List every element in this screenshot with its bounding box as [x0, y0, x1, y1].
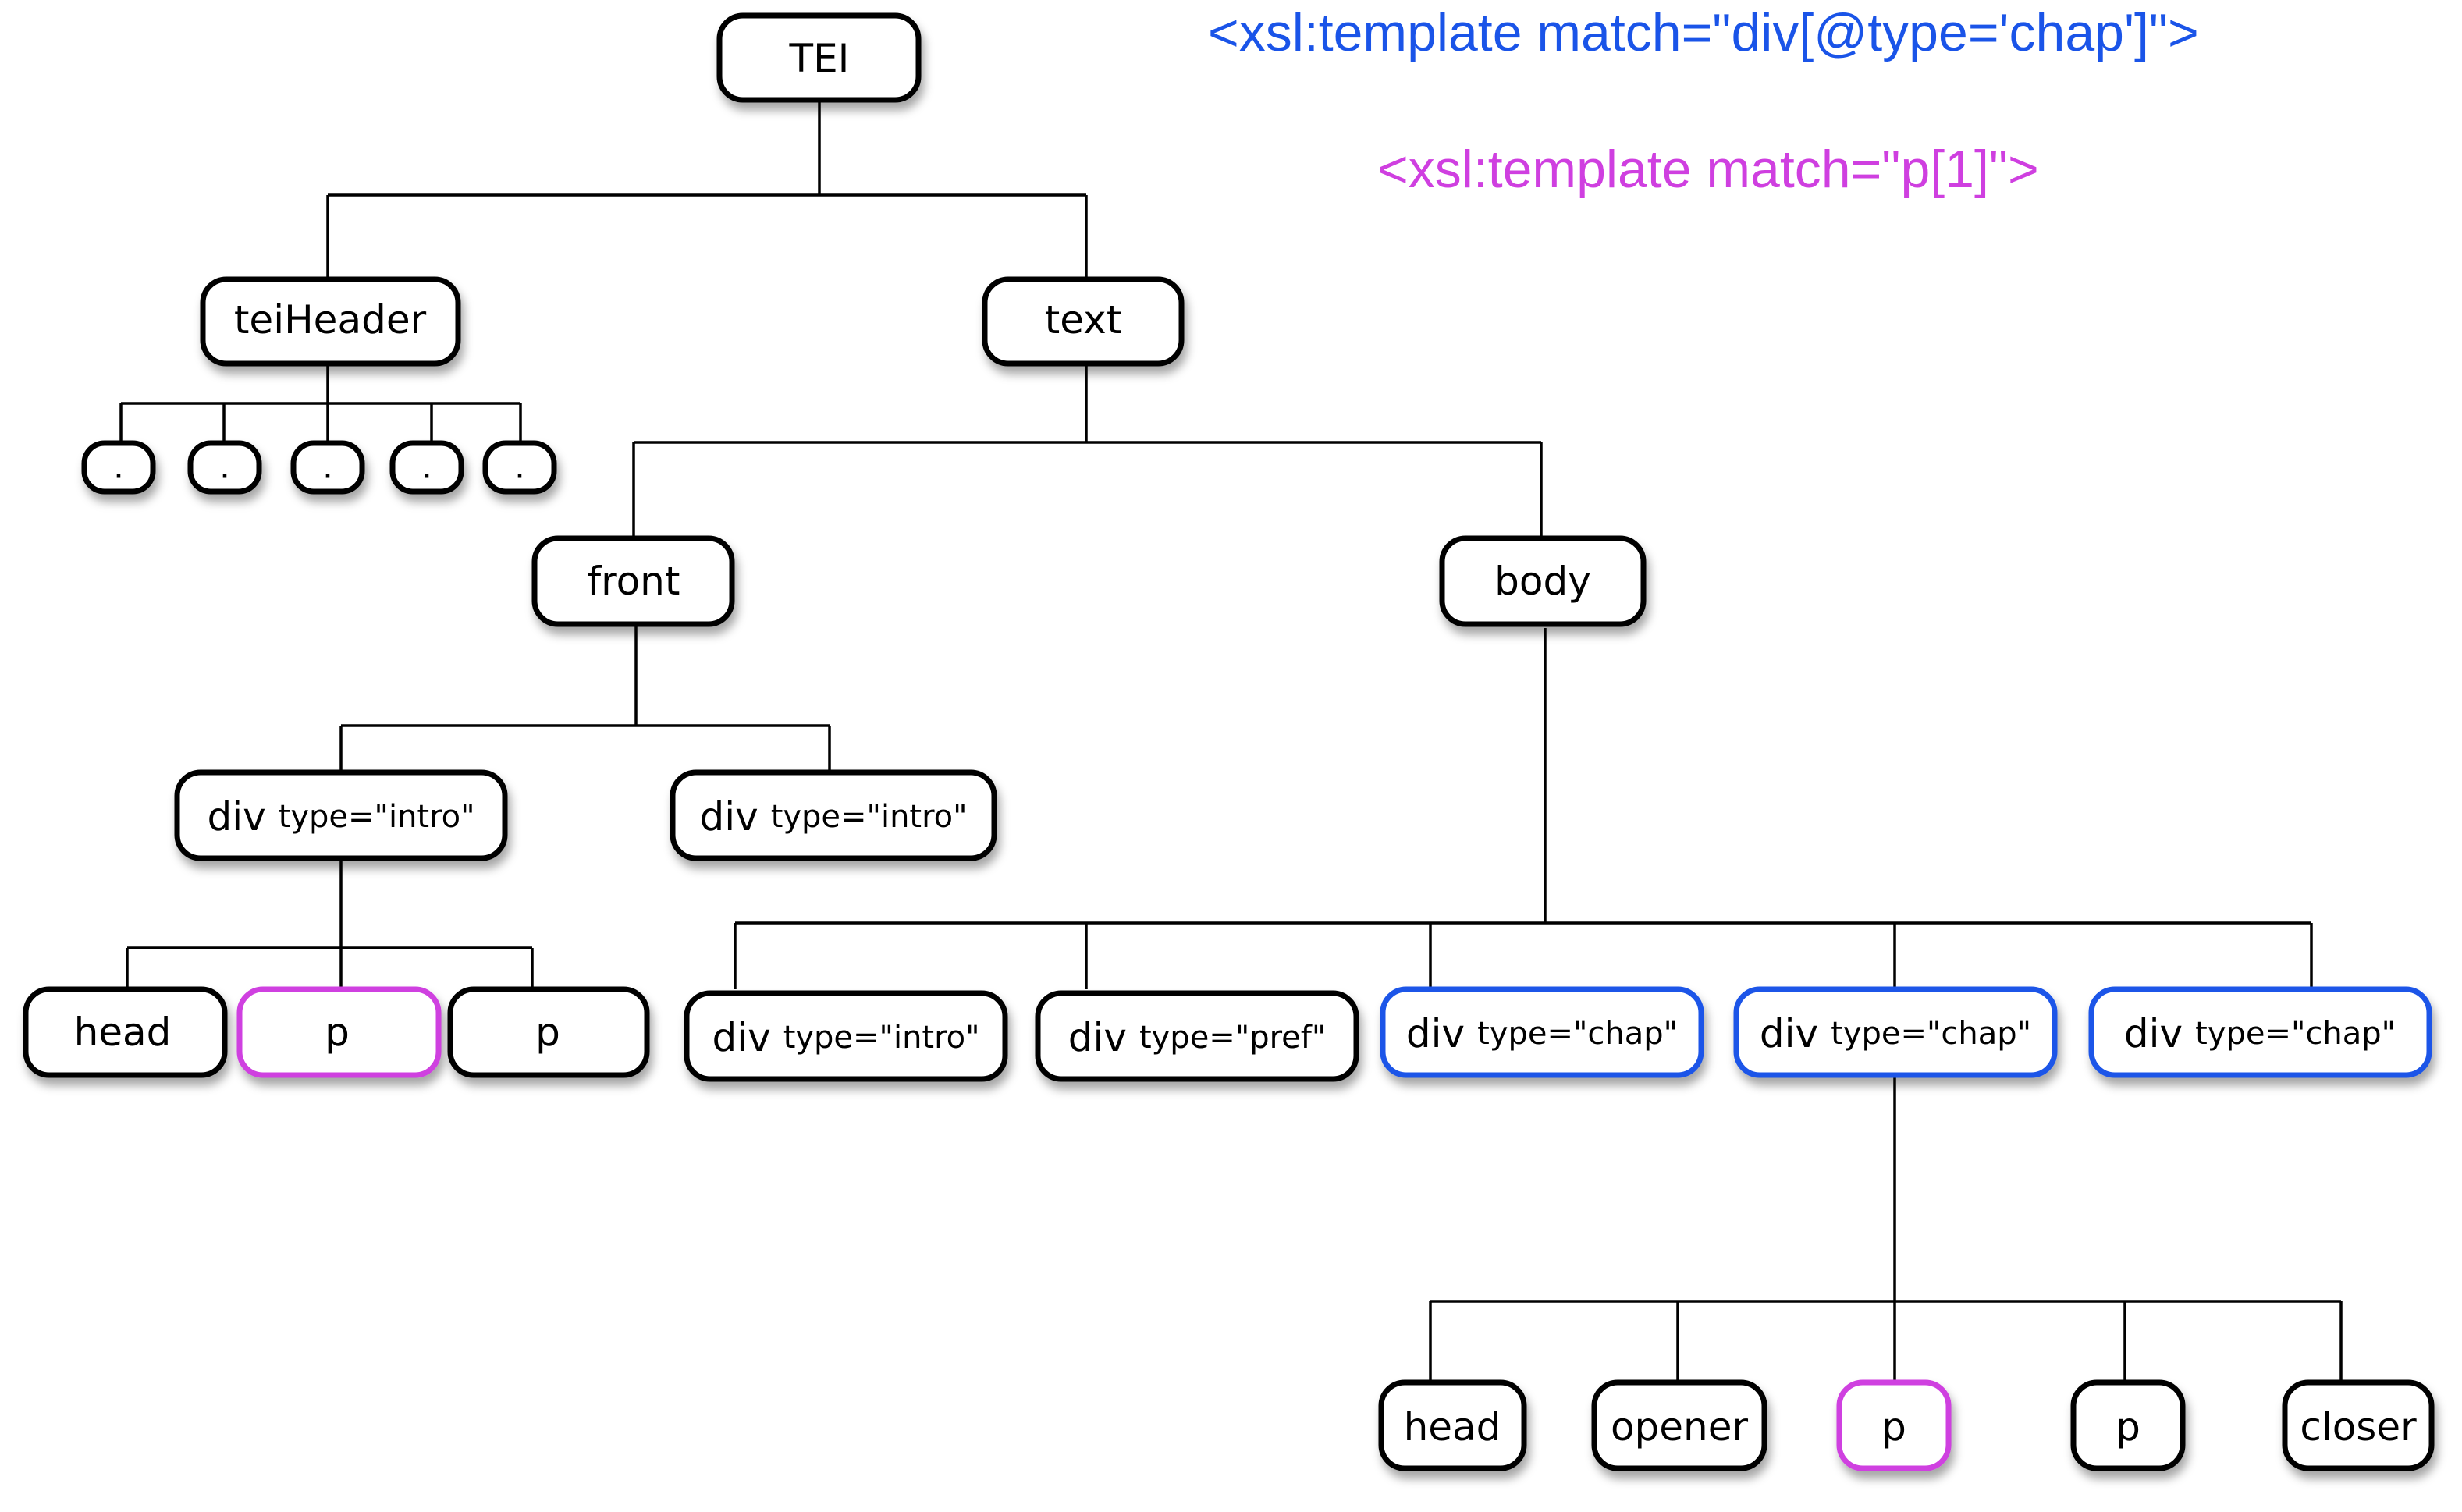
node-label-front-p-first: p [325, 1010, 350, 1055]
node-label-chap-p-first: p [1881, 1404, 1906, 1450]
node-box-body-div-intro [684, 990, 1008, 1082]
node-label-dot-2: . [219, 447, 230, 487]
node-label-chap-closer: closer [2300, 1404, 2417, 1450]
node-label-tei: TEI [789, 36, 850, 81]
node-box-dot-2 [187, 440, 262, 495]
chap-template-rule: <xsl:template match="div[@type='chap']"> [1208, 3, 2199, 62]
node-box-body-div-chap-3 [2088, 986, 2432, 1078]
node-label-dot-5: . [514, 447, 525, 487]
node-label-front: front [588, 559, 680, 604]
node-box-chap-head [1378, 1379, 1527, 1471]
node-box-body-div-pref [1035, 990, 1359, 1082]
p-template-rule: <xsl:template match="p[1]"> [1377, 140, 2039, 199]
node-label-dot-1: . [113, 447, 124, 487]
tree-labels: TEI teiHeader text . . . . . front body … [74, 36, 2418, 1450]
node-box-chap-closer [2282, 1379, 2435, 1471]
node-box-front-div-2 [670, 769, 997, 861]
node-label-front-p-second: p [535, 1010, 560, 1055]
tree-connectors [119, 101, 2343, 1381]
node-box-chap-p-second [2070, 1379, 2186, 1471]
node-label-chap-head: head [1404, 1404, 1501, 1450]
tree-nodes [23, 12, 2435, 1471]
node-box-front-head [23, 986, 228, 1078]
node-box-chap-opener [1591, 1379, 1767, 1471]
node-box-text [982, 276, 1185, 367]
node-box-front-p-second [447, 986, 650, 1078]
node-box-body [1439, 535, 1647, 627]
node-box-front-div-1 [174, 769, 508, 861]
node-label-teiheader: teiHeader [234, 297, 427, 343]
node-box-front [531, 535, 735, 627]
node-box-front-p-first [236, 986, 442, 1078]
node-label-body: body [1494, 559, 1591, 604]
node-label-dot-4: . [421, 447, 432, 487]
node-box-body-div-chap-2 [1733, 986, 2058, 1078]
node-box-tei [716, 12, 922, 103]
node-box-dot-5 [482, 440, 557, 495]
node-box-dot-1 [81, 440, 156, 495]
node-box-teiheader [200, 276, 461, 367]
node-label-front-head: head [74, 1010, 172, 1055]
node-label-dot-3: . [322, 447, 333, 487]
node-label-chap-opener: opener [1611, 1404, 1749, 1450]
node-label-text: text [1045, 297, 1122, 343]
node-box-dot-4 [389, 440, 464, 495]
node-label-chap-p-second: p [2116, 1404, 2140, 1450]
node-box-dot-3 [290, 440, 365, 495]
node-box-body-div-chap-1 [1380, 986, 1704, 1078]
node-box-chap-p-first [1836, 1379, 1952, 1471]
